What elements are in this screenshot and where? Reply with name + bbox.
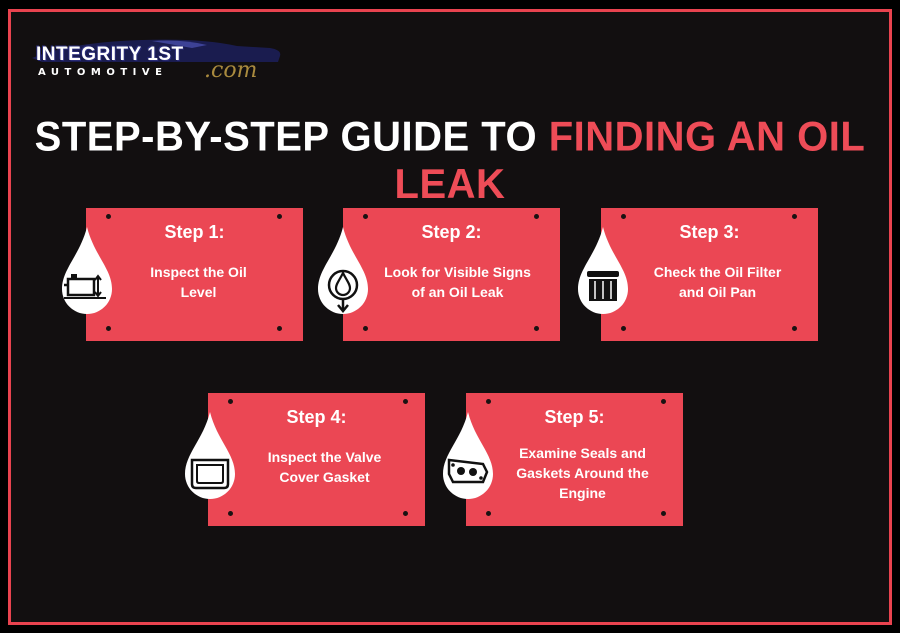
step-card-3: Step 3: Check the Oil Filter and Oil Pan [601, 208, 818, 341]
step-card-5: Step 5: Examine Seals and Gaskets Around… [466, 393, 683, 526]
logo-tagline: AUTOMOTIVE [38, 67, 168, 78]
oil-level-gauge-icon [62, 227, 112, 314]
brand-logo: INTEGRITY 1ST AUTOMOTIVE .com [32, 36, 282, 86]
step-card-1: Step 1: Inspect the Oil Level [86, 208, 303, 341]
step-description: Inspect the Oil Level [150, 264, 247, 300]
step-description: Examine Seals and Gaskets Around the Eng… [516, 445, 649, 501]
step-title: Step 2: [421, 222, 482, 242]
logo-brand-text: INTEGRITY 1ST [36, 44, 184, 65]
oil-leak-drop-icon [318, 227, 368, 314]
step-description: Check the Oil Filter and Oil Pan [653, 264, 782, 300]
step-card-2: Step 2: Look for Visible Signs of an Oil… [343, 208, 560, 341]
title-white-part: STEP-BY-STEP GUIDE TO [34, 113, 549, 160]
engine-gasket-icon [443, 412, 493, 499]
valve-cover-gasket-icon [185, 412, 235, 499]
step-title: Step 3: [679, 222, 740, 242]
logo-domain: .com [204, 58, 258, 83]
title-red-part: FINDING AN OIL LEAK [394, 113, 866, 208]
step-title: Step 1: [164, 222, 225, 242]
oil-filter-icon [578, 227, 628, 314]
car-silhouette-icon [32, 39, 281, 62]
step-title: Step 4: [286, 407, 347, 427]
step-description: Look for Visible Signs of an Oil Leak [384, 264, 531, 300]
step-description: Inspect the Valve Cover Gasket [267, 449, 382, 485]
page-title: STEP-BY-STEP GUIDE TO FINDING AN OIL LEA… [0, 114, 900, 209]
step-title: Step 5: [544, 407, 605, 427]
step-card-4: Step 4: Inspect the Valve Cover Gasket [208, 393, 425, 526]
